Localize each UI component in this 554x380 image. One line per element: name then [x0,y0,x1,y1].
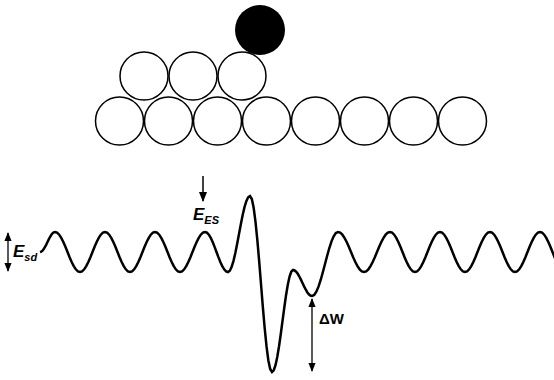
atom [194,97,242,145]
terrace-row [120,52,266,100]
energy-arrow [202,176,204,201]
atom [145,97,193,145]
substrate-row [96,97,487,145]
barrier-label: EES [193,206,219,226]
energy-arrow [7,233,8,271]
atom [120,52,168,100]
subscript-text: ES [204,214,219,226]
atom [341,97,389,145]
binding-energy-label: ΔW [319,311,344,327]
subscript-text: sd [24,251,37,263]
symbol-text: E [193,205,204,224]
atom [243,97,291,145]
potential-curve [40,196,554,372]
atom [169,52,217,100]
atom [390,97,438,145]
atom [96,97,144,145]
atom [218,52,266,100]
atom [292,97,340,145]
symbol-text: E [13,242,24,261]
energy-arrow [311,299,312,371]
atom [439,97,487,145]
barrier-label: Esd [13,243,37,263]
adatom [235,5,285,55]
symbol-text: ΔW [319,310,344,327]
